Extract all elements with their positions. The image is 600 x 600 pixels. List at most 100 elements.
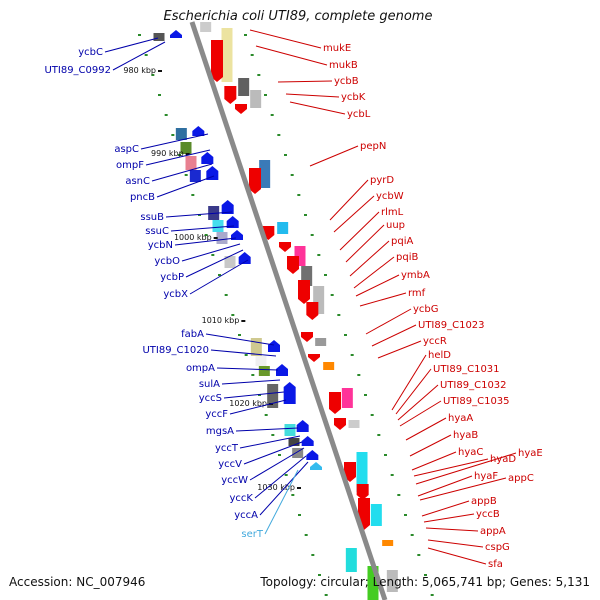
gene-label-ycbP[interactable]: ycbP	[160, 272, 184, 283]
feature-reverse-arrow-1	[170, 30, 182, 38]
gene-label-uup[interactable]: uup	[386, 220, 405, 231]
gene-label-ycbC[interactable]: ycbC	[78, 47, 103, 58]
gene-label-UTI89_C1035[interactable]: UTI89_C1035	[443, 396, 510, 407]
ruler-tick	[244, 34, 247, 36]
gene-label-UTI89_C1031[interactable]: UTI89_C1031	[433, 364, 500, 375]
gene-label-ycbG[interactable]: ycbG	[413, 304, 439, 315]
leader-line-hyaC	[411, 451, 457, 471]
gene-label-pqiB[interactable]: pqiB	[396, 252, 418, 263]
gene-label-hyaA[interactable]: hyaA	[448, 413, 473, 424]
leader-line-UTI89_C1020	[210, 349, 277, 357]
leader-line-cspG	[427, 539, 484, 548]
leader-line-rmf	[359, 292, 407, 307]
gene-label-yccF[interactable]: yccF	[205, 409, 228, 420]
leader-line-rlmL	[339, 211, 380, 251]
feature-reverse-arrow-13	[201, 152, 214, 164]
leader-line-yccW	[249, 447, 305, 481]
gene-label-UTI89_C1023[interactable]: UTI89_C1023	[418, 320, 485, 331]
feature-box-65	[386, 570, 398, 592]
gene-label-ycbW[interactable]: ycbW	[376, 191, 404, 202]
gene-label-pyrD[interactable]: pyrD	[370, 175, 394, 186]
feature-forward-arrow-48	[334, 418, 346, 430]
leader-line-pqiA	[349, 240, 390, 277]
ruler-tick	[404, 514, 407, 516]
gene-label-rlmL[interactable]: rlmL	[381, 207, 404, 218]
gene-label-cspG[interactable]: cspG	[485, 542, 510, 553]
ruler-tick	[218, 274, 221, 276]
feature-box-49	[348, 420, 360, 428]
gene-label-yccW[interactable]: yccW	[221, 475, 248, 486]
gene-label-yccV[interactable]: yccV	[218, 459, 242, 470]
gene-label-ycbO[interactable]: ycbO	[154, 256, 180, 267]
gene-label-sulA[interactable]: sulA	[199, 379, 220, 390]
gene-label-ycbK[interactable]: ycbK	[341, 92, 366, 103]
gene-label-fabA[interactable]: fabA	[181, 329, 204, 340]
gene-label-pepN[interactable]: pepN	[360, 141, 386, 152]
feature-forward-arrow-28	[279, 242, 291, 252]
gene-label-hyaF[interactable]: hyaF	[474, 471, 498, 482]
gene-label-asnC[interactable]: asnC	[125, 176, 150, 187]
ruler-tick	[364, 394, 367, 396]
gene-label-ycbL[interactable]: ycbL	[347, 109, 371, 120]
gene-label-hyaE[interactable]: hyaE	[518, 448, 543, 459]
gene-label-hyaB[interactable]: hyaB	[453, 430, 478, 441]
ruler-tick	[178, 154, 181, 156]
gene-label-serT[interactable]: serT	[241, 529, 263, 540]
gene-label-appC[interactable]: appC	[508, 473, 534, 484]
gene-label-sfa[interactable]: sfa	[488, 559, 503, 570]
feature-forward-arrow-4	[211, 40, 223, 82]
gene-label-aspC[interactable]: aspC	[114, 144, 139, 155]
gene-label-mukB[interactable]: mukB	[329, 60, 358, 71]
gene-label-yccT[interactable]: yccT	[215, 443, 239, 454]
leader-line-ycbO	[181, 243, 241, 262]
gene-label-UTI89_C0992[interactable]: UTI89_C0992	[44, 65, 111, 76]
ruler-tick	[164, 114, 168, 116]
gene-label-hyaC[interactable]: hyaC	[458, 447, 483, 458]
ruler-tick	[251, 374, 255, 376]
ruler-tick	[264, 414, 268, 416]
gene-label-pqiA[interactable]: pqiA	[391, 236, 413, 247]
gene-label-ymbA[interactable]: ymbA	[401, 270, 430, 281]
gene-label-helD[interactable]: helD	[428, 350, 451, 361]
ruler-tick	[264, 94, 267, 96]
gene-label-ompF[interactable]: ompF	[116, 160, 144, 171]
gene-label-UTI89_C1032[interactable]: UTI89_C1032	[440, 380, 507, 391]
gene-label-mukE[interactable]: mukE	[323, 43, 351, 54]
gene-label-hyaD[interactable]: hyaD	[490, 454, 516, 465]
gene-label-ycbN[interactable]: ycbN	[148, 240, 173, 251]
leader-line-mgsA	[235, 427, 299, 432]
gene-label-mgsA[interactable]: mgsA	[206, 426, 234, 437]
gene-label-yccB[interactable]: yccB	[476, 509, 500, 520]
gene-label-appB[interactable]: appB	[471, 496, 497, 507]
leader-line-ycbW	[333, 195, 375, 233]
feature-box-45	[323, 362, 335, 370]
gene-label-yccA[interactable]: yccA	[234, 510, 258, 521]
leader-line-ycbG	[365, 308, 412, 335]
feature-forward-arrow-58	[344, 462, 356, 482]
feature-reverse-arrow-37	[268, 340, 280, 352]
ruler-tick	[410, 534, 414, 536]
gene-label-rmf[interactable]: rmf	[408, 288, 426, 299]
feature-box-5	[238, 78, 250, 96]
ruler-tick	[278, 454, 281, 456]
gene-label-ycbB[interactable]: ycbB	[334, 76, 359, 87]
ruler-tick	[430, 594, 434, 596]
gene-label-ssuB[interactable]: ssuB	[140, 212, 164, 223]
gene-label-yccK[interactable]: yccK	[230, 493, 254, 504]
gene-label-ycbX[interactable]: ycbX	[163, 289, 188, 300]
leader-line-yccA	[259, 461, 309, 516]
gene-label-appA[interactable]: appA	[480, 526, 506, 537]
feature-box-33	[313, 286, 325, 314]
feature-tracks	[153, 22, 398, 600]
gene-label-yccR[interactable]: yccR	[423, 336, 447, 347]
feature-reverse-arrow-25	[238, 252, 251, 264]
gene-label-yccS[interactable]: yccS	[199, 393, 222, 404]
gene-label-pncB[interactable]: pncB	[130, 192, 155, 203]
gene-label-UTI89_C1020[interactable]: UTI89_C1020	[142, 345, 209, 356]
ruler-tick	[250, 54, 254, 56]
feature-box-22	[216, 232, 228, 244]
gene-label-ompA[interactable]: ompA	[186, 363, 215, 374]
gene-label-ssuC[interactable]: ssuC	[145, 226, 169, 237]
ruler-tick	[417, 554, 421, 556]
ruler-tick	[317, 254, 321, 256]
